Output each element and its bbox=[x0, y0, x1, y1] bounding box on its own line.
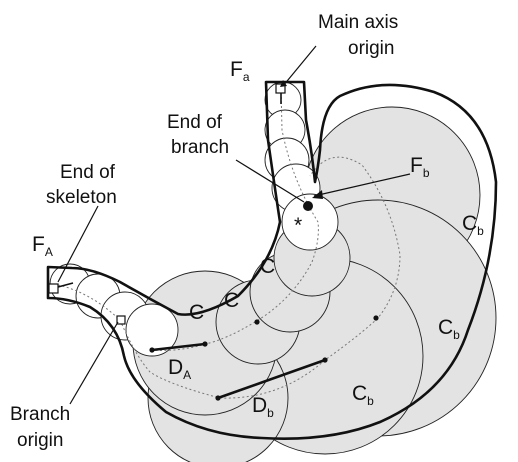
label-end-of-skeleton-1: End of bbox=[60, 162, 116, 183]
label-main-axis-origin-2: origin bbox=[348, 38, 394, 59]
symbol-fa: Fa bbox=[230, 58, 250, 84]
end-of-skeleton-marker bbox=[49, 284, 58, 293]
label-end-of-branch-1: End of bbox=[167, 112, 223, 133]
point-db-start bbox=[215, 395, 220, 400]
body-circles bbox=[133, 107, 496, 462]
point-mid-2 bbox=[373, 315, 378, 320]
label-main-axis-origin-1: Main axis bbox=[318, 12, 398, 33]
label-branch-origin-2: origin bbox=[17, 430, 63, 451]
point-db-end bbox=[322, 357, 327, 362]
symbol-cb-top: Cb bbox=[462, 212, 484, 238]
symbol-star: * bbox=[294, 214, 302, 237]
label-end-of-branch-2: branch bbox=[171, 137, 229, 158]
symbol-c-2: C bbox=[224, 289, 239, 312]
symbol-fA: FA bbox=[32, 233, 53, 259]
symbol-c-1: C bbox=[260, 255, 275, 278]
end-of-branch-point bbox=[303, 201, 313, 211]
symbol-c-3: C bbox=[189, 301, 204, 324]
label-branch-origin-1: Branch bbox=[10, 404, 70, 425]
point-mid-1 bbox=[254, 319, 259, 324]
leader-branch-origin bbox=[70, 322, 118, 404]
point-da-end bbox=[202, 341, 207, 346]
point-da-start bbox=[149, 347, 154, 352]
label-end-of-skeleton-2: skeleton bbox=[46, 187, 117, 208]
leader-main-axis-origin bbox=[283, 46, 316, 86]
